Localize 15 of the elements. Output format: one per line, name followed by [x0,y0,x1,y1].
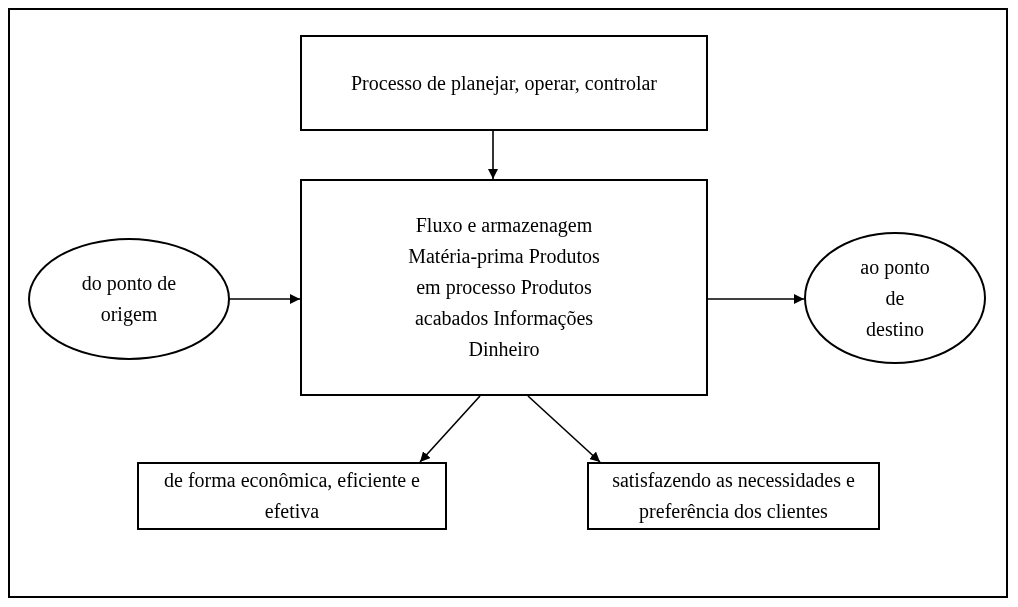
node-text: Fluxo e armazenagem Matéria-prima Produtos em processo Produtos acabados Informações Dinheiro [407,213,601,362]
process-box [137,462,447,530]
arrow [527,395,601,463]
process-box [300,179,708,396]
arrow [488,130,498,180]
process-box [300,35,708,131]
node-text: de forma econômica, eficiente e efetiva [163,468,421,524]
arrow [707,294,805,304]
node-text: Processo de planejar, operar, controlar [350,70,657,97]
node-text: ao ponto de destino [860,254,930,342]
arrow [228,294,301,304]
process-box [587,462,880,530]
arrow [419,395,481,463]
node-text: do ponto de origem [80,271,178,328]
node-text: satisfazendo as necessidades e preferência dos clientes [611,468,856,525]
